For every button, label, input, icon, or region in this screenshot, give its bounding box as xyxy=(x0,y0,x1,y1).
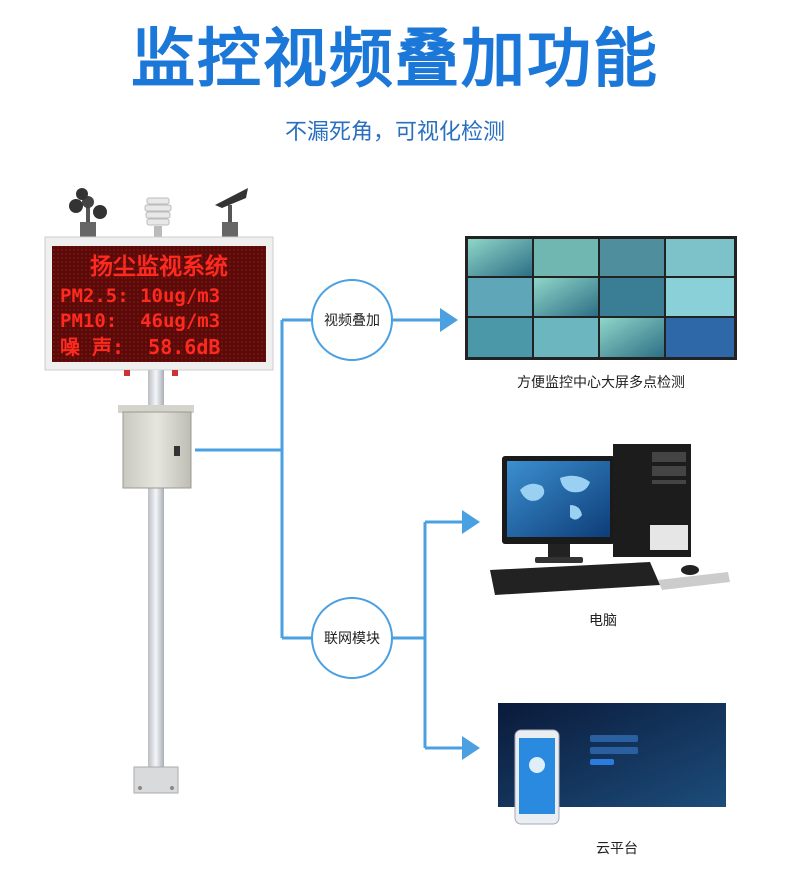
computer-caption: 电脑 xyxy=(589,613,617,629)
led-display-board xyxy=(44,236,274,376)
control-box xyxy=(118,405,194,489)
network-module-node xyxy=(311,597,393,679)
pole-base xyxy=(133,766,179,794)
cloud-platform-caption: 云平台 xyxy=(596,841,638,857)
arrow-to-monitor-wall-icon xyxy=(440,308,458,332)
led-line-pm10: PM10: 46ug/m3 xyxy=(60,310,220,332)
thermo-hygrometer-icon xyxy=(144,197,172,238)
anemometer-icon xyxy=(69,188,107,238)
connector-lines xyxy=(195,318,462,750)
page-title: 监控视频叠加功能 xyxy=(131,23,659,97)
monitor-wall-image xyxy=(465,236,737,360)
led-line-title: 扬尘监视系统 xyxy=(90,253,228,280)
monitor-wall-caption: 方便监控中心大屏多点检测 xyxy=(517,375,685,391)
arrow-to-cloud-icon xyxy=(462,736,480,760)
led-line-noise: 噪 声: 58.6dB xyxy=(60,335,220,359)
computer-image xyxy=(490,444,730,595)
led-line-pm25: PM2.5: 10ug/m3 xyxy=(60,285,220,307)
cloud-platform-image xyxy=(498,703,726,825)
wind-vane-icon xyxy=(215,188,248,238)
arrow-to-computer-icon xyxy=(462,510,480,534)
network-module-label: 联网模块 xyxy=(324,631,380,647)
page-subtitle: 不漏死角，可视化检测 xyxy=(284,120,505,145)
video-overlay-label: 视频叠加 xyxy=(324,313,380,329)
video-overlay-node xyxy=(311,279,393,361)
